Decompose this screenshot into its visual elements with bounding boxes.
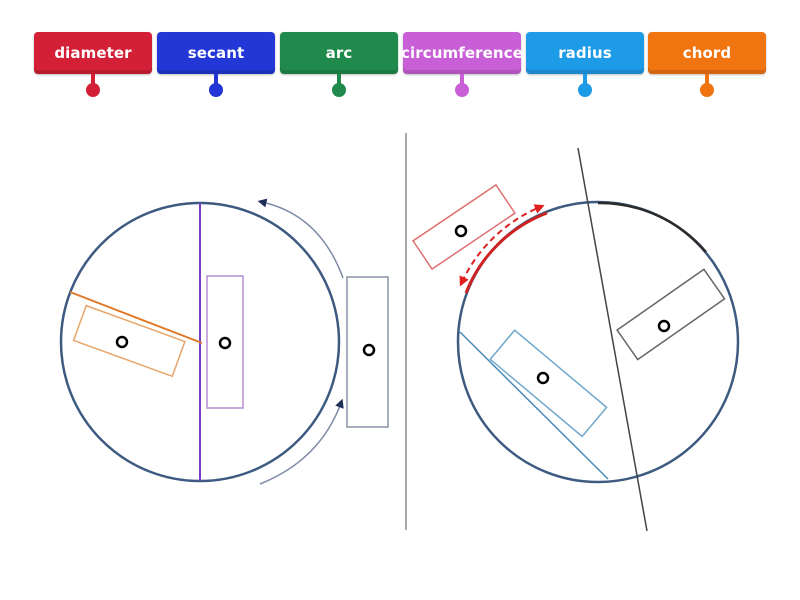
pin-dot-icon [455, 83, 469, 97]
arc-black [597, 201, 707, 253]
label-chord[interactable]: chord [648, 32, 768, 102]
label-secant[interactable]: secant [157, 32, 277, 102]
pin-stem [583, 74, 587, 84]
pin-dot-icon [700, 83, 714, 97]
drop-zone-orange[interactable] [72, 304, 186, 378]
pin-dot-icon [578, 83, 592, 97]
label-radius-button[interactable]: radius [526, 32, 644, 74]
label-radius[interactable]: radius [526, 32, 646, 102]
drop-zone-arc[interactable] [412, 183, 516, 271]
pin-stem [91, 74, 95, 84]
label-chord-button[interactable]: chord [648, 32, 766, 74]
pin-dot-icon [86, 83, 100, 97]
arrow-upper [257, 198, 344, 279]
drop-target-icon[interactable] [657, 319, 671, 333]
drop-target-icon[interactable] [362, 343, 376, 357]
chord-line [459, 331, 609, 480]
right-circle-group [412, 147, 740, 532]
radius-line [69, 291, 203, 344]
label-circumference[interactable]: circumference [401, 32, 523, 102]
label-circumference-button[interactable]: circumference [401, 32, 523, 74]
drop-target-icon[interactable] [115, 335, 129, 349]
label-bank: diameter secant arc circumference radius… [0, 0, 800, 110]
label-diameter[interactable]: diameter [34, 32, 154, 102]
drop-target-icon[interactable] [536, 371, 550, 385]
drop-zone-purple[interactable] [206, 275, 244, 409]
drop-zone-circumference[interactable] [346, 276, 389, 428]
drop-target-icon[interactable] [454, 224, 468, 238]
drop-zone-blue[interactable] [489, 329, 608, 438]
drop-zone-grey[interactable] [616, 268, 726, 361]
arc-red-dashed-arrow [459, 204, 545, 287]
label-secant-button[interactable]: secant [157, 32, 275, 74]
secant-line [577, 147, 648, 532]
pin-stem [705, 74, 709, 84]
left-circle-group [59, 198, 389, 485]
label-arc[interactable]: arc [280, 32, 400, 102]
pin-stem [214, 74, 218, 84]
arc-red [464, 211, 548, 294]
label-arc-button[interactable]: arc [280, 32, 398, 74]
arrow-lower [259, 398, 344, 485]
label-diameter-button[interactable]: diameter [34, 32, 152, 74]
pin-stem [337, 74, 341, 84]
drop-target-icon[interactable] [218, 336, 232, 350]
pin-stem [460, 74, 464, 84]
pin-dot-icon [209, 83, 223, 97]
pin-dot-icon [332, 83, 346, 97]
